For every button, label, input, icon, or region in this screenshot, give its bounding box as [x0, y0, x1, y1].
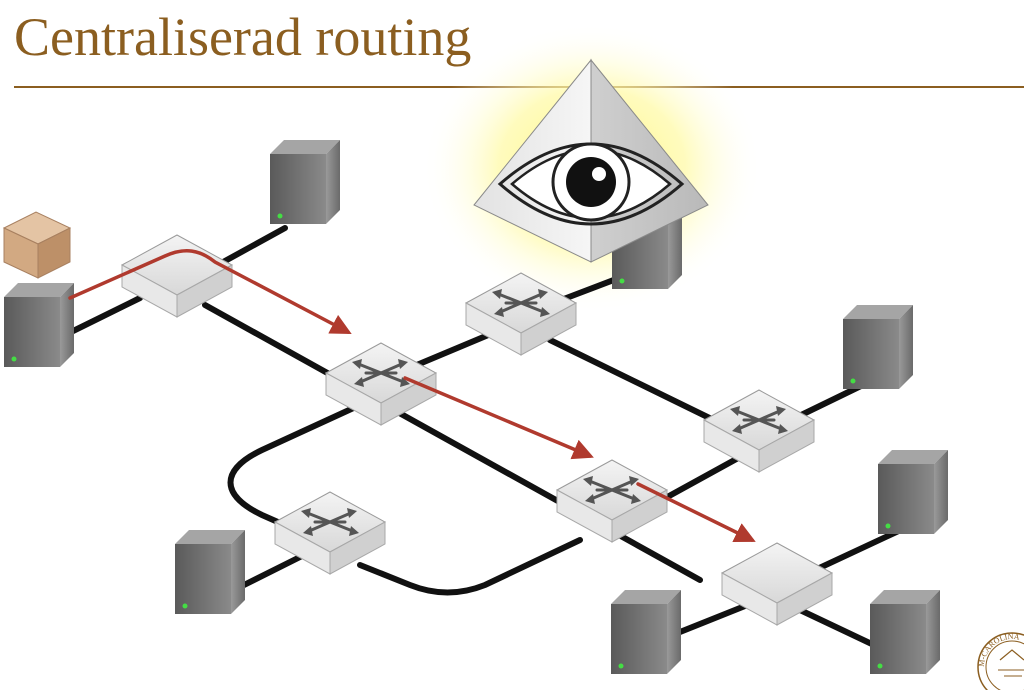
university-seal-icon: M-CAROLINA	[977, 632, 1024, 690]
route-arrow-2	[403, 376, 594, 460]
router-lower-center	[555, 458, 669, 544]
slide-title: Centraliserad routing	[14, 7, 472, 67]
server-left	[4, 283, 74, 367]
server-top	[270, 140, 340, 224]
server-bottom-right	[870, 590, 940, 674]
eye-icon	[497, 142, 685, 226]
switch-bottom-right	[721, 542, 833, 626]
route-arrow-3	[636, 482, 756, 543]
all-seeing-eye-pyramid-icon	[473, 58, 709, 263]
packet-cube-icon	[2, 211, 72, 279]
router-right	[702, 388, 816, 474]
server-right-middle	[878, 450, 948, 534]
server-bottom-center	[611, 590, 681, 674]
switch-left	[121, 234, 233, 318]
route-path	[68, 249, 756, 543]
server-right-upper	[843, 305, 913, 389]
route-arrow-1	[68, 249, 352, 334]
server-bottom-left	[175, 530, 245, 614]
